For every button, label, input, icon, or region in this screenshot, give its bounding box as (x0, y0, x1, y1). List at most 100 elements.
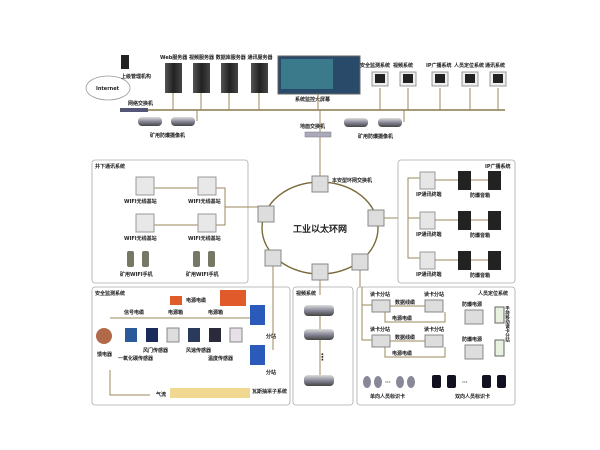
handheld-reader-icon (494, 339, 505, 357)
ring-label: 工业以太环网 (293, 223, 347, 235)
label: 防爆音箱 (470, 192, 490, 199)
wifi-phone-icon (208, 251, 215, 267)
ring-switch-icon (257, 205, 275, 223)
svg-text:⋮: ⋮ (318, 353, 327, 363)
location-title: 人员定位系统 (477, 290, 508, 297)
label: 单向人员标识卡 (370, 393, 405, 400)
label: 防爆音箱 (470, 272, 490, 279)
label: 防爆电源 (462, 301, 482, 308)
workstations: 安全监测系统 视频系统 IP广播系统 人员定位系统 通讯系统 (360, 62, 507, 110)
feeder-icon (96, 328, 112, 344)
label: 读卡分站 (424, 326, 444, 333)
label: 双向人员标识卡 (455, 393, 490, 400)
network-switch-icon (120, 108, 148, 112)
safety-title: 安全监测系统 (95, 290, 125, 297)
big-screen-label: 系统监控大屏幕 (295, 96, 331, 103)
power-supply-icon (464, 309, 484, 325)
servers (165, 63, 268, 110)
sensor-icon (125, 328, 137, 342)
ground-switch-label: 地面交换机 (300, 123, 325, 130)
cameras-right: 矿用防爆摄像机 (344, 110, 405, 140)
speaker-icon (458, 171, 471, 190)
sensor-icon (209, 328, 221, 342)
ring-switch-icon (264, 249, 282, 267)
camera-icon (138, 117, 162, 126)
label: WIFI无线基站 (124, 235, 157, 242)
label: WIFI无线基站 (124, 198, 157, 205)
label: IP广播系统 (426, 62, 452, 69)
camera-icon (304, 329, 334, 340)
id-card-icon (447, 375, 456, 388)
sensor-icon (166, 327, 180, 343)
ring-switch-icon (311, 263, 329, 281)
broadcast-panel: IP广播系统 IP通讯终端 IP通讯终端 IP通讯终端 防爆音箱 防爆音箱 防爆… (397, 159, 516, 284)
id-card-icon (396, 376, 404, 388)
label: 人员定位系统 (453, 62, 484, 69)
label: 电源电缆 (392, 315, 412, 322)
broadcast-title: IP广播系统 (485, 163, 511, 170)
workstation-safety: 安全监测系统 (360, 62, 390, 110)
servers-label: Web服务器 视频服务器 数据库服务器 通讯服务器 (160, 54, 274, 61)
ethernet-ring: 工业以太环网 本安型环网交换机 (257, 175, 398, 295)
broadcast-rows: IP通讯终端 IP通讯终端 IP通讯终端 防爆音箱 防爆音箱 防爆音箱 (416, 171, 501, 279)
svg-text:···: ··· (462, 380, 468, 386)
two-way-cards: ··· 双向人员标识卡 (432, 375, 506, 400)
wifi-base-station-icon (197, 176, 217, 196)
id-card-icon (374, 376, 382, 388)
label: IP通讯终端 (416, 231, 442, 238)
network-switch-label: 网络交换机 (128, 100, 153, 107)
svg-text:···: ··· (385, 380, 391, 386)
workstation-broadcast: IP广播系统 (426, 62, 452, 110)
label: 瓦斯抽采子系统 (252, 388, 287, 395)
reader-row-1: 读卡分站 读卡分站 数据线缆 电源电缆 防爆电源 (370, 291, 484, 325)
label: 电源电缆 (186, 297, 206, 304)
label: 防爆电源 (462, 336, 482, 343)
video-panel: 视频系统 ⋮ (292, 286, 354, 406)
web-server-icon (165, 63, 182, 93)
wifi-phone-icon (142, 251, 149, 267)
label: 气流 (155, 391, 166, 398)
label: 读卡分站 (370, 326, 390, 333)
label: 通讯系统 (485, 62, 505, 69)
ring-switch-icon (367, 209, 385, 227)
id-card-icon (482, 375, 491, 388)
ip-terminal-icon (419, 211, 436, 230)
label: 安全监测系统 (360, 62, 390, 69)
label: 数据线缆 (395, 299, 415, 306)
label: 馈电器 (97, 351, 113, 358)
handheld-reader-icon (494, 306, 505, 324)
workstation-comm: 通讯系统 (485, 62, 507, 110)
reader-row-2: 读卡分站 读卡分站 数据线缆 电源电缆 防爆电源 (370, 326, 484, 360)
label: 一氧化碳传感器 (118, 355, 154, 362)
video-title: 视频系统 (296, 290, 316, 297)
database-server-icon (221, 63, 238, 93)
substation-icon (250, 305, 265, 325)
label: IP通讯终端 (416, 271, 442, 278)
id-card-icon (407, 376, 415, 388)
label: 电源箱 (208, 309, 223, 316)
wifi-base-station-icon (197, 213, 217, 233)
sensor-icon (146, 328, 158, 342)
sensor-row: 风门传感器 风速传感器 温度传感器 一氧化碳传感器 (118, 327, 243, 362)
top-network: Internet 上级管理机构 网络交换机 Web服务器 视频服务器 数据库服务… (85, 54, 507, 178)
sensor-icon (188, 328, 200, 342)
label: 信号电缆 (124, 309, 144, 316)
one-way-cards: ··· 单向人员标识卡 (363, 376, 415, 400)
wifi-phone-icon (193, 251, 200, 267)
label: 读卡分站 (370, 291, 390, 298)
label: 防爆音箱 (470, 232, 490, 239)
id-card-icon (363, 376, 371, 388)
label: 风速传感器 (186, 347, 212, 354)
ring-switch-icon (351, 253, 369, 271)
reader-icon (424, 299, 444, 313)
internet-label: Internet (96, 86, 120, 92)
ip-terminal-icon (419, 251, 436, 270)
pc-icon (121, 55, 129, 69)
ring-switch-label: 本安型环网交换机 (331, 177, 372, 184)
wifi-base-station-icon (135, 176, 155, 196)
id-card-icon (497, 375, 506, 388)
label: 矿用WIFI手机 (186, 271, 219, 278)
label: IP通讯终端 (416, 191, 442, 198)
label: 读卡分站 (424, 291, 444, 298)
